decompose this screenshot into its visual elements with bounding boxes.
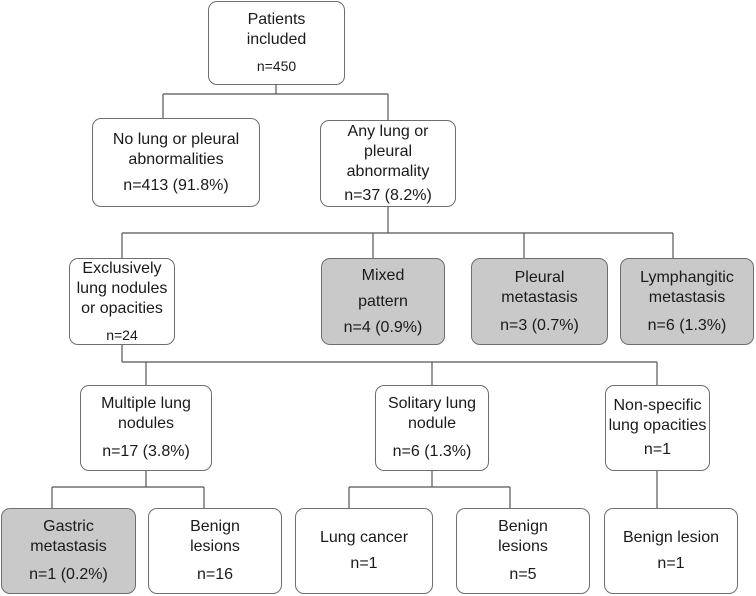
box-exclusively-nodules: Exclusively lung nodules or opacities n=… xyxy=(69,258,175,345)
box-label: lesions xyxy=(498,538,548,555)
box-label: No lung or pleural xyxy=(112,130,240,148)
box-count: n=1 xyxy=(350,555,378,572)
box-label: Benign xyxy=(498,518,548,535)
box-count: n=37 (8.2%) xyxy=(344,186,432,204)
box-no-abnormalities: No lung or pleural abnormalities n=413 (… xyxy=(92,118,260,207)
box-count: n=24 xyxy=(106,326,138,343)
box-label: lesions xyxy=(190,538,240,555)
box-label: Solitary lung xyxy=(387,395,477,412)
box-label: abnormality xyxy=(346,162,430,180)
box-count: n=3 (0.7%) xyxy=(500,316,579,334)
box-label: Lymphangitic xyxy=(640,268,734,286)
box-label: lung nodules xyxy=(76,279,168,297)
box-count: n=450 xyxy=(256,58,297,74)
box-lymphangitic-metastasis: Lymphangitic metastasis n=6 (1.3%) xyxy=(620,258,754,345)
box-label: metastasis xyxy=(501,288,578,306)
box-label: Benign lesion xyxy=(622,529,720,546)
box-label: Gastric xyxy=(43,518,94,535)
box-count: n=5 xyxy=(509,566,537,583)
box-count: n=16 xyxy=(196,566,234,583)
box-label: abnormalities xyxy=(128,150,224,168)
box-benign-lesion-1: Benign lesion n=1 xyxy=(604,508,738,594)
box-label: metastasis xyxy=(648,288,726,306)
box-count: n=1 xyxy=(657,555,685,572)
box-gastric-metastasis: Gastric metastasis n=1 (0.2%) xyxy=(1,508,136,594)
box-label: Non-specific xyxy=(613,397,702,414)
box-lung-cancer: Lung cancer n=1 xyxy=(295,508,433,594)
box-label: nodules xyxy=(117,415,175,432)
box-mixed-pattern: Mixed pattern n=4 (0.9%) xyxy=(321,258,445,345)
box-label: nodule xyxy=(407,415,457,432)
box-label: pattern xyxy=(358,292,408,310)
box-count: n=6 (1.3%) xyxy=(392,443,472,460)
box-label: Lung cancer xyxy=(319,529,409,546)
box-multiple-nodules: Multiple lung nodules n=17 (3.8%) xyxy=(80,385,212,471)
box-label: Exclusively xyxy=(82,259,162,277)
box-non-specific-opacities: Non-specific lung opacities n=1 xyxy=(605,385,710,471)
box-label: lung opacities xyxy=(608,417,707,434)
box-label: Mixed xyxy=(361,266,405,284)
box-benign-lesions-5: Benign lesions n=5 xyxy=(456,508,590,594)
box-count: n=1 (0.2%) xyxy=(29,566,108,583)
box-label: metastasis xyxy=(30,538,107,555)
box-label: Patients xyxy=(247,11,306,28)
box-count: n=4 (0.9%) xyxy=(343,318,423,336)
box-label: or opacities xyxy=(81,299,163,317)
box-benign-lesions-16: Benign lesions n=16 xyxy=(148,508,282,594)
box-count: n=1 xyxy=(643,441,672,458)
box-label: pleural xyxy=(363,142,413,160)
box-count: n=413 (91.8%) xyxy=(123,176,229,194)
box-any-abnormality: Any lung or pleural abnormality n=37 (8.… xyxy=(320,120,456,207)
box-label: Pleural xyxy=(514,268,565,286)
box-label: Multiple lung xyxy=(101,395,191,412)
box-count: n=6 (1.3%) xyxy=(647,316,727,334)
box-patients-included: Patients included n=450 xyxy=(208,1,345,85)
box-label: included xyxy=(246,31,307,48)
box-solitary-nodule: Solitary lung nodule n=6 (1.3%) xyxy=(375,385,489,471)
box-count: n=17 (3.8%) xyxy=(102,443,190,460)
box-label: Any lung or xyxy=(347,122,429,140)
box-pleural-metastasis: Pleural metastasis n=3 (0.7%) xyxy=(471,258,608,345)
box-label: Benign xyxy=(190,518,240,535)
